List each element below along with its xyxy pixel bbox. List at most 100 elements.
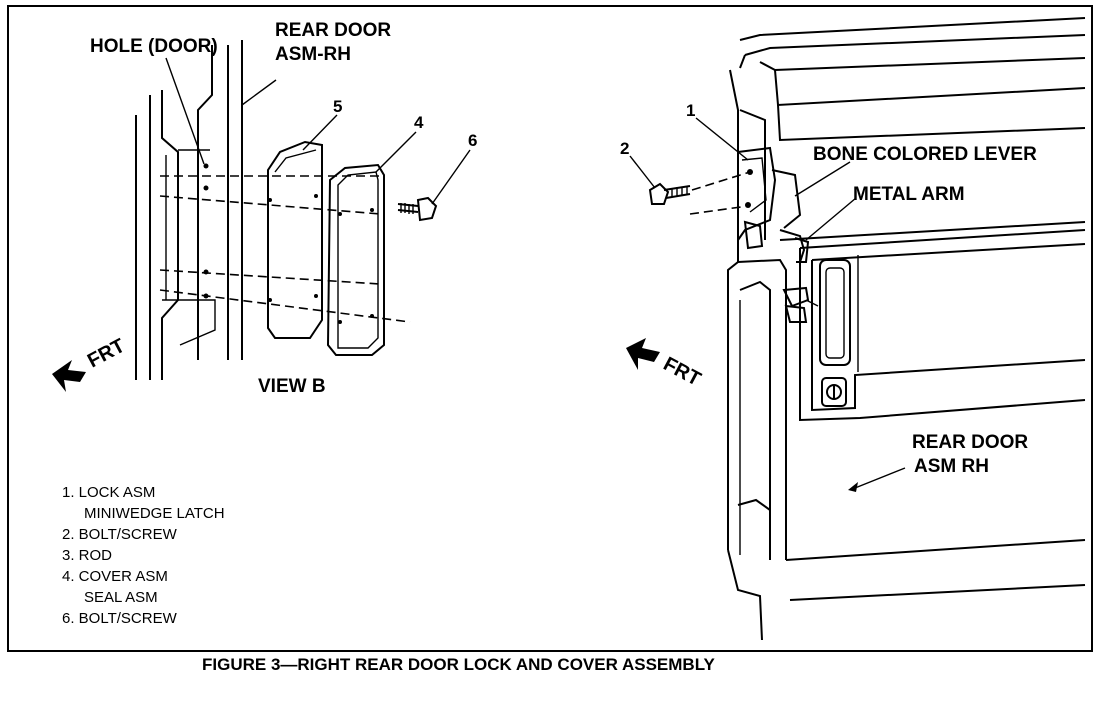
legend-item-4: 4. COVER ASM — [62, 568, 168, 585]
door-inner-recess — [161, 90, 179, 380]
label-rear-door-right-2: ASM RH — [914, 456, 989, 477]
legend-item-3: 3. ROD — [62, 547, 112, 564]
door-hole-2 — [203, 185, 209, 191]
seal-inner-edge — [274, 149, 317, 173]
pillar-inner — [737, 258, 787, 560]
latch-screw-2 — [745, 202, 751, 208]
label-hole-door: HOLE (DOOR) — [90, 36, 218, 57]
label-frt-right: FRT — [660, 353, 705, 391]
bolt-2-threads — [671, 186, 688, 197]
cover-inner-edge — [337, 171, 379, 349]
figure-caption: FIGURE 3—RIGHT REAR DOOR LOCK AND COVER … — [202, 655, 716, 674]
bolt-threads — [400, 203, 414, 214]
label-frt-left: FRT — [84, 335, 129, 373]
metal-arm-clip — [794, 237, 810, 263]
leader-6 — [431, 149, 471, 205]
seal-hole-2 — [314, 194, 318, 198]
label-rear-door-right-1: REAR DOOR — [912, 432, 1028, 453]
label-view-b: VIEW B — [258, 376, 326, 397]
pillar-channel — [739, 280, 771, 560]
panel-inner — [811, 260, 1086, 412]
callout-4: 4 — [414, 113, 424, 132]
metal-arm — [779, 229, 806, 300]
door-top-edge-2 — [744, 34, 1086, 56]
figure-border — [7, 5, 1093, 652]
leader-rear-door — [849, 467, 906, 491]
door-lower-recess — [162, 299, 216, 346]
leader-arm — [805, 197, 857, 241]
latch-body — [737, 146, 777, 241]
panel-top-2 — [811, 243, 1086, 261]
seal-asm — [267, 140, 323, 339]
cover-hole-2 — [370, 208, 374, 212]
leader-4 — [375, 131, 417, 173]
rod-link — [805, 299, 819, 307]
latch-plate — [741, 157, 767, 213]
legend-item-6: 6. BOLT/SCREW — [62, 610, 178, 627]
label-rear-door-left-1: REAR DOOR — [275, 20, 391, 41]
bolt-2-path — [691, 171, 751, 191]
view-b-illustration — [52, 40, 471, 392]
panel-top-1 — [799, 229, 1086, 249]
cover-hole-1 — [338, 212, 342, 216]
leader-1 — [695, 117, 749, 161]
lock-cylinder-frame — [821, 377, 847, 407]
leader-2 — [629, 155, 656, 189]
door-top-edge-1 — [739, 17, 1086, 41]
door-top-corner — [739, 54, 746, 69]
align-line-2 — [159, 195, 381, 215]
legend-item-1-sub: MINIWEDGE LATCH — [84, 505, 225, 522]
door-body-bottom — [789, 584, 1086, 601]
leader-door — [241, 79, 277, 106]
callout-5: 5 — [333, 97, 342, 116]
label-metal-arm: METAL ARM — [853, 184, 965, 205]
leader-lever — [794, 161, 851, 197]
door-top-inner — [759, 61, 1086, 107]
door-body-belt — [779, 221, 1086, 241]
pillar-step — [739, 109, 766, 240]
frt-arrow-left — [52, 360, 86, 392]
cover-asm — [326, 163, 385, 356]
cover-hole-3 — [338, 320, 342, 324]
door-hole-1 — [203, 163, 209, 169]
bone-lever — [771, 169, 802, 229]
rod-clip-lower — [784, 304, 808, 323]
leader-5 — [302, 114, 338, 151]
callout-1: 1 — [686, 101, 695, 120]
pillar-bottom — [727, 549, 763, 641]
handle-inner — [825, 267, 845, 359]
door-body-lower — [785, 539, 1086, 561]
bolt-2-head — [648, 182, 670, 205]
seal-hole-3 — [268, 298, 272, 302]
door-edge-2 — [197, 45, 213, 360]
latch-lower-block — [743, 220, 764, 250]
callout-6: 6 — [468, 131, 477, 150]
frt-arrow-right — [626, 338, 660, 370]
door-lock-illustration — [626, 17, 1086, 641]
legend-item-1: 1. LOCK ASM — [62, 484, 155, 501]
rod-clip-upper — [782, 286, 810, 308]
bolt-head — [416, 196, 438, 222]
handle-recess — [819, 259, 851, 366]
legend-item-4-sub: SEAL ASM — [84, 589, 158, 606]
callout-2: 2 — [620, 139, 629, 158]
door-body-upper — [777, 104, 1086, 142]
label-bone-colored-lever: BONE COLORED LEVER — [813, 144, 1037, 165]
parts-legend: 1. LOCK ASM MINIWEDGE LATCH 2. BOLT/SCRE… — [62, 484, 225, 627]
legend-item-2: 2. BOLT/SCREW — [62, 526, 178, 543]
rear-door-arrowhead — [848, 482, 858, 492]
panel-outline — [799, 248, 1086, 422]
lock-cylinder — [826, 384, 842, 400]
align-line-3 — [159, 269, 381, 285]
align-line-4 — [159, 289, 411, 323]
pillar-lower-bulge — [737, 498, 771, 560]
seal-hole-1 — [268, 198, 272, 202]
label-rear-door-left-2: ASM-RH — [275, 44, 351, 65]
bolt-2-path-lower — [689, 205, 749, 215]
leader-hole — [165, 57, 205, 165]
seal-hole-4 — [314, 294, 318, 298]
door-top-groove — [774, 57, 1086, 71]
pillar-outer — [727, 69, 739, 550]
